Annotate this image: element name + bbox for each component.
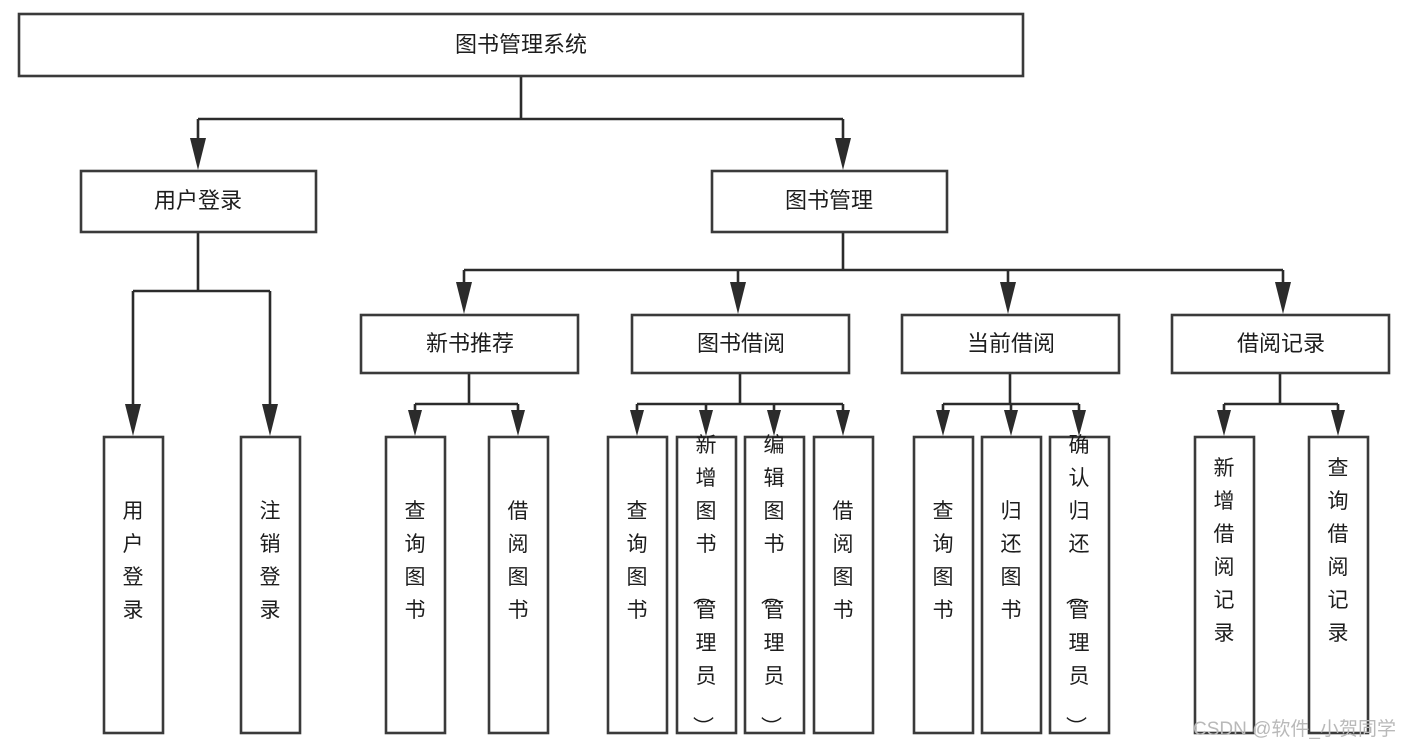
leaf-user-login-2-label: 注销登录 <box>260 500 281 622</box>
node-root-system-label: 图书管理系统 <box>455 32 587 57</box>
leaf-current-borrow-1[interactable]: 查询图书 <box>912 435 975 735</box>
node-user-login-box[interactable] <box>79 169 318 234</box>
leaf-book-borrow-2[interactable]: 新增图书（管理员） <box>675 434 738 737</box>
arrow-head-user-login <box>190 138 206 170</box>
node-current-borrow[interactable]: 当前借阅 <box>900 313 1121 375</box>
node-root-system[interactable]: 图书管理系统 <box>17 12 1025 78</box>
watermark-label: CSDN @软件_小贺同学 <box>1193 718 1396 740</box>
leaf-new-book-1-box[interactable] <box>384 435 447 735</box>
leaf-book-borrow-3[interactable]: 编辑图书（管理员） <box>743 434 806 737</box>
leaf-current-borrow-1-label: 查询图书 <box>933 500 954 622</box>
leaf-borrow-record-1-label: 新增借阅记录 <box>1214 457 1235 645</box>
leaf-book-borrow-2-label: 新增图书（管理员） <box>691 434 717 737</box>
arrow-head-leaf-current-borrow-3 <box>1072 410 1086 436</box>
arrow-head-leaf-current-borrow-1 <box>936 410 950 436</box>
node-current-borrow-box[interactable] <box>900 313 1121 375</box>
node-new-book-recommend-label: 新书推荐 <box>426 331 514 356</box>
node-book-management-box[interactable] <box>710 169 949 234</box>
leaf-book-borrow-3-box[interactable] <box>743 435 806 735</box>
leaf-new-book-2-box[interactable] <box>487 435 550 735</box>
node-user-login-label: 用户登录 <box>154 188 242 213</box>
leaf-current-borrow-1-box[interactable] <box>912 435 975 735</box>
leaf-user-login-2-box[interactable] <box>239 435 302 735</box>
leaf-book-borrow-4-box[interactable] <box>812 435 875 735</box>
arrow-head-leaf-new-book-1 <box>408 410 422 436</box>
node-borrow-record[interactable]: 借阅记录 <box>1170 313 1391 375</box>
connector-layer <box>125 76 1345 436</box>
node-borrow-record-label: 借阅记录 <box>1237 331 1325 356</box>
arrow-head-leaf-borrow-record-1 <box>1217 410 1231 436</box>
arrow-head-leaf-book-borrow-1 <box>630 410 644 436</box>
arrow-head-leaf-borrow-record-2 <box>1331 410 1345 436</box>
leaf-borrow-record-1[interactable]: 新增借阅记录 <box>1193 435 1256 735</box>
arrow-head-leaf-book-borrow-3 <box>767 410 781 436</box>
leaf-borrow-record-1-box[interactable] <box>1193 435 1256 735</box>
leaf-current-borrow-2[interactable]: 归还图书 <box>980 435 1043 735</box>
node-book-borrow-box[interactable] <box>630 313 851 375</box>
leaf-book-borrow-2-box[interactable] <box>675 435 738 735</box>
arrow-head-leaf-book-borrow-2 <box>699 410 713 436</box>
leaf-user-login-1-label: 用户登录 <box>123 500 144 622</box>
leaf-current-borrow-2-box[interactable] <box>980 435 1043 735</box>
arrow-head-current-borrow <box>1000 282 1016 314</box>
leaf-book-borrow-4-label: 借阅图书 <box>833 500 854 622</box>
leaf-current-borrow-3[interactable]: 确认归还（管理员） <box>1048 434 1111 737</box>
leaf-borrow-record-2[interactable]: 查询借阅记录 <box>1307 435 1370 735</box>
node-book-management[interactable]: 图书管理 <box>710 169 949 234</box>
leaf-new-book-2[interactable]: 借阅图书 <box>487 435 550 735</box>
leaf-book-borrow-1-label: 查询图书 <box>627 500 648 622</box>
leaf-user-login-2[interactable]: 注销登录 <box>239 435 302 735</box>
node-borrow-record-box[interactable] <box>1170 313 1391 375</box>
node-book-borrow-label: 图书借阅 <box>697 331 785 356</box>
leaf-new-book-1[interactable]: 查询图书 <box>384 435 447 735</box>
leaf-book-borrow-1-box[interactable] <box>606 435 669 735</box>
leaf-book-borrow-3-label: 编辑图书（管理员） <box>759 434 785 737</box>
arrow-head-leaf-user-login-2 <box>262 404 278 436</box>
leaf-user-login-1-box[interactable] <box>102 435 165 735</box>
leaf-new-book-2-label: 借阅图书 <box>508 500 529 622</box>
arrow-head-new-book <box>456 282 472 314</box>
leaf-user-login-1[interactable]: 用户登录 <box>102 435 165 735</box>
node-root-system-box[interactable] <box>17 12 1025 78</box>
leaf-current-borrow-3-box[interactable] <box>1048 435 1111 735</box>
leaf-new-book-1-label: 查询图书 <box>405 500 426 622</box>
arrow-head-book-mgmt <box>835 138 851 170</box>
arrow-head-leaf-book-borrow-4 <box>836 410 850 436</box>
arrow-head-leaf-new-book-2 <box>511 410 525 436</box>
node-current-borrow-label: 当前借阅 <box>967 331 1055 356</box>
leaf-borrow-record-2-box[interactable] <box>1307 435 1370 735</box>
leaf-book-borrow-1[interactable]: 查询图书 <box>606 435 669 735</box>
leaf-current-borrow-2-label: 归还图书 <box>1001 500 1022 622</box>
leaf-current-borrow-3-label: 确认归还（管理员） <box>1064 434 1090 737</box>
arrow-head-book-borrow <box>730 282 746 314</box>
node-book-borrow[interactable]: 图书借阅 <box>630 313 851 375</box>
node-new-book-recommend-box[interactable] <box>359 313 580 375</box>
arrow-head-leaf-user-login-1 <box>125 404 141 436</box>
leaf-borrow-record-2-label: 查询借阅记录 <box>1328 457 1349 645</box>
arrow-head-borrow-record <box>1275 282 1291 314</box>
arrow-head-leaf-current-borrow-2 <box>1004 410 1018 436</box>
node-new-book-recommend[interactable]: 新书推荐 <box>359 313 580 375</box>
node-user-login[interactable]: 用户登录 <box>79 169 318 234</box>
leaf-book-borrow-4[interactable]: 借阅图书 <box>812 435 875 735</box>
node-book-management-label: 图书管理 <box>785 188 873 213</box>
